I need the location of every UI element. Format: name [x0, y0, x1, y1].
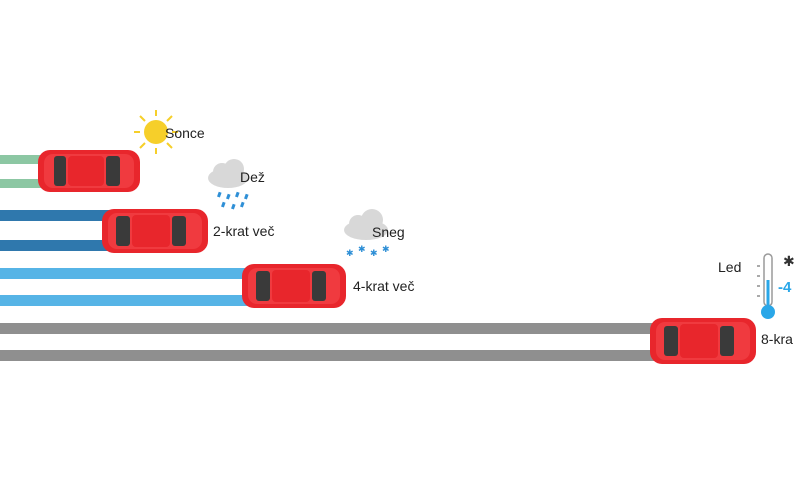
- trail-sun-bottom: [0, 179, 52, 188]
- row-sun: Sonce: [0, 110, 205, 192]
- svg-text:✱: ✱: [382, 245, 390, 255]
- svg-text:✱: ✱: [783, 254, 795, 270]
- trail-rain-bottom: [0, 240, 116, 251]
- trail-ice-bottom: [0, 350, 665, 361]
- car-rain: [102, 209, 208, 253]
- snowflake-icon: ✱: [783, 254, 795, 270]
- trail-rain: [0, 210, 116, 251]
- multiplier-label-snow: 4-krat več: [353, 278, 414, 294]
- svg-text:✱: ✱: [346, 249, 354, 259]
- trail-ice: [0, 323, 665, 361]
- svg-text:✱: ✱: [370, 249, 378, 259]
- weather-label-rain: Dež: [240, 169, 265, 185]
- car-ice: [650, 318, 756, 364]
- multiplier-label-rain: 2-krat več: [213, 223, 274, 239]
- svg-text:✱: ✱: [358, 245, 366, 255]
- thermometer-icon: [757, 253, 775, 319]
- sun-icon: [134, 110, 178, 154]
- trail-snow: [0, 268, 255, 306]
- car-sun: [38, 150, 140, 192]
- trail-ice-top: [0, 323, 665, 334]
- trail-sun-top: [0, 155, 52, 164]
- weather-label-ice: Led: [718, 259, 741, 275]
- trail-rain-top: [0, 210, 116, 221]
- row-snow: ✱ ✱ ✱ ✱ Sneg 4-krat več: [0, 209, 414, 308]
- rain-cloud-icon: [208, 159, 249, 210]
- weather-label-snow: Sneg: [372, 224, 405, 240]
- ice-temperature: -4: [778, 279, 792, 296]
- trail-sun: [0, 155, 52, 188]
- trail-snow-top: [0, 268, 255, 279]
- row-ice: ✱ Led -4 8-kra: [0, 253, 795, 364]
- car-snow: [242, 264, 346, 308]
- row-rain: Dež 2-krat več: [0, 159, 274, 253]
- multiplier-label-ice: 8-kra: [761, 331, 793, 347]
- trail-snow-bottom: [0, 295, 255, 306]
- weather-label-sun: Sonce: [165, 125, 205, 141]
- snow-cloud-icon: ✱ ✱ ✱ ✱: [344, 209, 390, 259]
